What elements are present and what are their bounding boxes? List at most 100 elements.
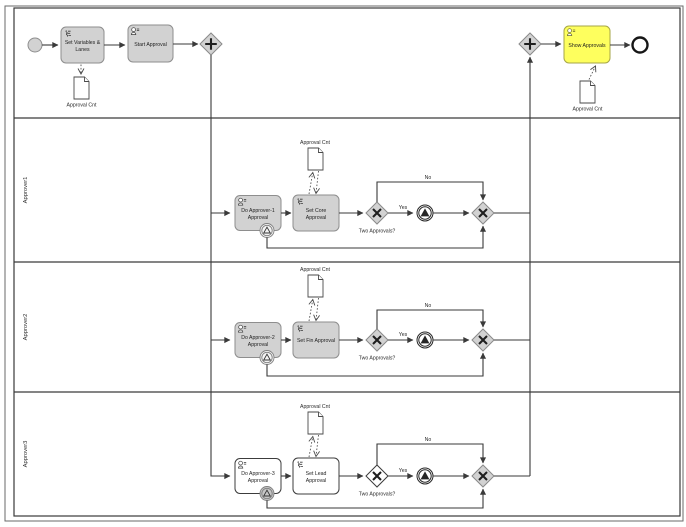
svg-text:Set Core: Set Core <box>306 208 327 214</box>
task-set-fin-approval[interactable]: Set Fin Approval <box>292 321 340 359</box>
plus-icon <box>524 38 536 50</box>
task-set-variables[interactable]: Set Variables & Lanes <box>60 26 105 64</box>
script-icon <box>297 325 303 332</box>
x-icon <box>372 335 382 345</box>
no-label-1: No <box>425 175 432 181</box>
script-icon <box>65 30 71 37</box>
data-object-approval-cnt-1[interactable]: Approval Cnt <box>300 140 331 171</box>
task-set-lead-approval[interactable]: Set Lead Approval <box>292 457 340 495</box>
data-object-approval-cnt-top-left[interactable]: Approval Cnt <box>67 76 98 109</box>
flow-boundary1-loop <box>266 225 487 249</box>
assoc-data1-to-set1 <box>313 170 320 195</box>
lane-approver1: Do Approver-1 Approval Set Core Approval… <box>234 140 530 249</box>
plus-icon <box>205 38 217 50</box>
flow-boundary2-loop <box>266 352 487 377</box>
signal-boundary-event[interactable] <box>259 350 275 365</box>
merge-gateway-1[interactable] <box>471 201 495 225</box>
svg-text:Start Approval: Start Approval <box>134 42 167 48</box>
exclusive-gateway-two-approvals-3[interactable]: Two Approvals? <box>359 464 396 498</box>
lane-label-approver1: Approver1 <box>23 177 29 204</box>
merge-gateway-2[interactable] <box>471 328 495 352</box>
signal-throw-event-3[interactable] <box>416 467 434 485</box>
svg-text:Two Approvals?: Two Approvals? <box>359 492 396 498</box>
x-icon <box>372 471 382 481</box>
parallel-gateway-join[interactable] <box>518 32 542 56</box>
svg-text:Two Approvals?: Two Approvals? <box>359 356 396 362</box>
signal-triangle-icon <box>262 353 272 361</box>
svg-text:Do Approver-2: Do Approver-2 <box>241 335 275 341</box>
assoc-data2-to-set2 <box>313 297 320 322</box>
task-start-approval[interactable]: Start Approval <box>127 24 174 63</box>
svg-text:Approval Cnt: Approval Cnt <box>573 107 604 113</box>
signal-boundary-event[interactable] <box>259 486 275 501</box>
yes-label-1: Yes <box>399 205 408 211</box>
svg-text:Do Approver-1: Do Approver-1 <box>241 208 275 214</box>
signal-triangle-icon <box>420 335 430 344</box>
data-object-approval-cnt-top-right[interactable]: Approval Cnt <box>573 80 604 113</box>
user-icon <box>238 197 247 206</box>
user-icon <box>567 28 576 36</box>
task-set-core-approval[interactable]: Set Core Approval <box>292 194 340 232</box>
signal-throw-event-2[interactable] <box>416 331 434 349</box>
signal-triangle-icon <box>420 471 430 480</box>
assoc-data3-to-set3 <box>313 434 320 458</box>
data-object-approval-cnt-2[interactable]: Approval Cnt <box>300 267 331 298</box>
signal-triangle-icon <box>420 208 430 217</box>
svg-text:Approval: Approval <box>248 215 268 221</box>
svg-text:Lanes: Lanes <box>75 47 90 53</box>
svg-text:Approval Cnt: Approval Cnt <box>300 267 331 273</box>
outer-border <box>4 5 684 522</box>
signal-boundary-event[interactable] <box>259 223 275 238</box>
yes-label-3: Yes <box>399 468 408 474</box>
data-object-approval-cnt-3[interactable]: Approval Cnt <box>300 404 331 435</box>
svg-text:Approval Cnt: Approval Cnt <box>300 140 331 146</box>
svg-text:Set Lead: Set Lead <box>306 471 327 477</box>
no-label-2: No <box>425 303 432 309</box>
signal-throw-event-1[interactable] <box>416 204 434 222</box>
no-label-3: No <box>425 437 432 443</box>
script-icon <box>297 461 303 468</box>
flow-no-3 <box>376 443 487 465</box>
parallel-gateway-fork[interactable] <box>199 32 223 56</box>
svg-text:Set Fin Approval: Set Fin Approval <box>297 338 335 344</box>
user-icon <box>131 27 140 35</box>
lane-approver3: Do Approver-3 Approval Set Lead Approval… <box>234 404 530 509</box>
svg-text:Approval Cnt: Approval Cnt <box>300 404 331 410</box>
svg-text:Approval Cnt: Approval Cnt <box>67 103 98 109</box>
start-event[interactable] <box>27 37 43 53</box>
task-do-approver-1[interactable]: Do Approver-1 Approval <box>234 195 282 231</box>
merge-gateway-3[interactable] <box>471 464 495 488</box>
yes-label-2: Yes <box>399 332 408 338</box>
x-icon <box>478 471 488 481</box>
exclusive-gateway-two-approvals-1[interactable]: Two Approvals? <box>359 201 396 235</box>
signal-triangle-icon <box>262 226 272 234</box>
script-icon <box>297 198 303 205</box>
user-icon <box>238 460 247 469</box>
svg-text:Set Variables &: Set Variables & <box>65 40 101 46</box>
signal-triangle-icon <box>262 489 272 497</box>
flow-no-1 <box>376 181 487 202</box>
task-do-approver-3[interactable]: Do Approver-3 Approval <box>234 458 282 494</box>
assoc-set2-to-data2 <box>308 298 316 322</box>
assoc-set3-to-data3 <box>308 435 316 458</box>
flow-no-2 <box>376 309 487 329</box>
end-event[interactable] <box>631 36 649 54</box>
lane-label-approver2: Approver2 <box>23 314 29 341</box>
lane-top: Set Variables & Lanes Start Approval App… <box>27 24 649 480</box>
svg-text:Approval: Approval <box>248 342 268 348</box>
task-show-approvals[interactable]: Show Approvals <box>563 25 611 64</box>
assoc-dataobject-showapprovals <box>588 65 597 80</box>
svg-text:Show Approvals: Show Approvals <box>568 43 606 49</box>
assoc-set1-to-data1 <box>308 171 316 195</box>
exclusive-gateway-two-approvals-2[interactable]: Two Approvals? <box>359 328 396 362</box>
svg-text:Approval: Approval <box>248 478 268 484</box>
lane-label-approver3: Approver3 <box>23 441 29 468</box>
user-icon <box>238 324 247 333</box>
task-do-approver-2[interactable]: Do Approver-2 Approval <box>234 322 282 358</box>
x-icon <box>372 208 382 218</box>
x-icon <box>478 208 488 218</box>
x-icon <box>478 335 488 345</box>
svg-text:Do Approver-3: Do Approver-3 <box>241 471 275 477</box>
svg-text:Approval: Approval <box>306 215 326 221</box>
